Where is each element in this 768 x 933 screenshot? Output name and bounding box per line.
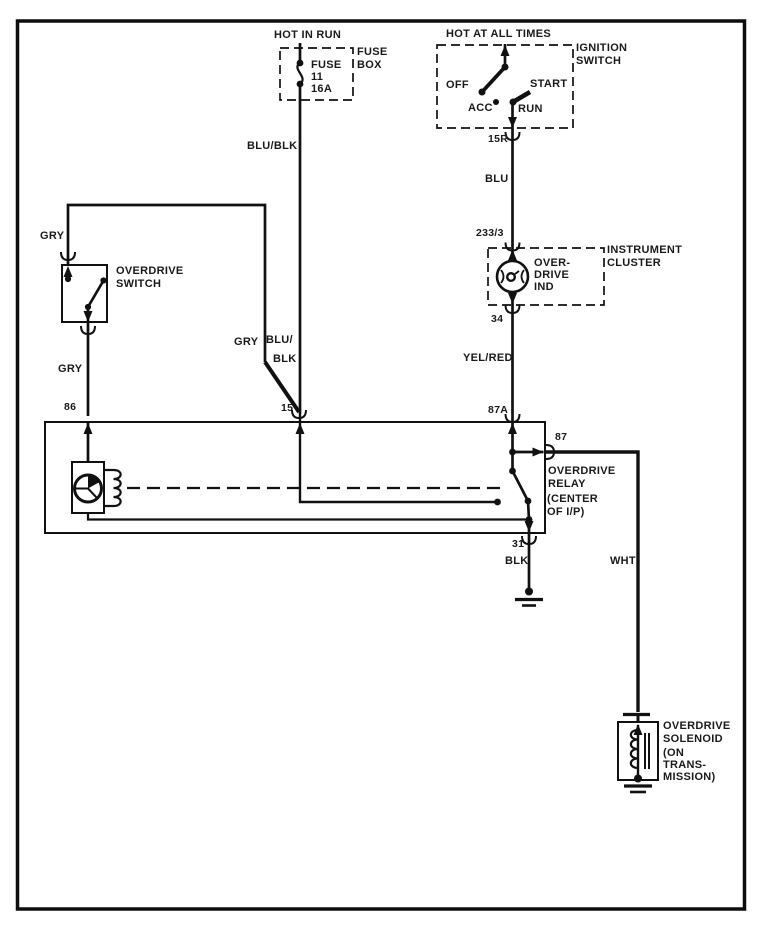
overdrive-switch-outline bbox=[61, 264, 108, 323]
terminal-87: 87 bbox=[555, 431, 568, 443]
terminal-34: 34 bbox=[491, 313, 504, 325]
overdrive-solenoid-name-line4: TRANS- bbox=[663, 759, 707, 771]
run-contact-dot bbox=[509, 98, 517, 106]
overdrive-ind-line1: OVER- bbox=[534, 257, 571, 269]
ignition-switch-outline bbox=[436, 44, 574, 129]
terminal-233-3: 233/3 bbox=[476, 227, 504, 239]
overdrive-solenoid-name-line5: MISSION) bbox=[663, 771, 716, 783]
instrument-cluster-outline bbox=[487, 247, 605, 306]
wire-color-gry-mid: GRY bbox=[58, 363, 83, 375]
wire-color-blu-blk-split-line2: BLK bbox=[273, 353, 297, 365]
terminal-31: 31 bbox=[512, 538, 525, 550]
ignition-blade bbox=[480, 65, 507, 94]
fuse-terminal-dot bbox=[296, 59, 304, 67]
ignition-position-start: START bbox=[530, 78, 568, 90]
relay-15-internal bbox=[298, 414, 498, 504]
instrument-cluster-name-line1: INSTRUMENT bbox=[607, 244, 683, 256]
ground-symbol-solenoid bbox=[624, 774, 652, 794]
wires bbox=[66, 43, 650, 778]
wire-color-blu: BLU bbox=[485, 173, 509, 185]
ground-symbol-blk bbox=[515, 587, 543, 607]
ignition-position-acc: ACC bbox=[468, 102, 493, 114]
overdrive-solenoid-name-line2: SOLENOID bbox=[663, 733, 723, 745]
dashed-boxes bbox=[279, 44, 605, 306]
overdrive-relay-name-line3: (CENTER bbox=[547, 493, 598, 505]
contact-dot bbox=[84, 303, 92, 311]
wire-color-yel-red: YEL/RED bbox=[463, 352, 513, 364]
instrument-cluster-name-line2: CLUSTER bbox=[607, 257, 662, 269]
ignition-switch-name-line2: SWITCH bbox=[576, 55, 622, 67]
terminal-15: 15 bbox=[281, 402, 294, 414]
fuse-label: FUSE bbox=[311, 59, 342, 71]
fuse-terminal-dot bbox=[296, 80, 304, 88]
overdrive-switch-name-line1: OVERDRIVE bbox=[116, 265, 184, 277]
connector-symbols bbox=[60, 131, 556, 546]
hot-at-all-times-label: HOT AT ALL TIMES bbox=[446, 28, 552, 40]
overdrive-relay-name-line1: OVERDRIVE bbox=[548, 465, 616, 477]
relay-switch-blade bbox=[511, 470, 531, 520]
od-switch-blade bbox=[86, 279, 105, 308]
relay-coil-return bbox=[86, 513, 529, 521]
ignition-position-off: OFF bbox=[446, 79, 469, 91]
overdrive-ind-line2: DRIVE bbox=[534, 269, 570, 281]
wire-color-blk: BLK bbox=[505, 555, 529, 567]
contact-dot bbox=[100, 277, 107, 284]
contact-dot bbox=[478, 88, 486, 96]
terminal-arrowheads bbox=[63, 45, 643, 735]
fuse-number: 11 bbox=[311, 71, 324, 83]
fuse-box-outline bbox=[279, 47, 354, 101]
solenoid-coil-icon bbox=[629, 728, 650, 770]
relay-coil-winding bbox=[104, 468, 122, 508]
terminal-87a: 87A bbox=[488, 404, 509, 416]
overdrive-relay-name-line2: RELAY bbox=[548, 478, 586, 490]
fuse-box-name-line2: BOX bbox=[357, 59, 382, 71]
ignition-switch-name-line1: IGNITION bbox=[576, 42, 628, 54]
fuse-rating: 16A bbox=[311, 83, 333, 95]
overdrive-relay-name-line4: OF I/P) bbox=[547, 506, 585, 518]
ignition-position-run: RUN bbox=[518, 103, 543, 115]
terminal-15r: 15R bbox=[488, 133, 509, 145]
wire-color-blu-blk-split-line1: BLU/ bbox=[266, 334, 293, 346]
wire-wht bbox=[545, 450, 640, 712]
relay-coil-module-icon bbox=[73, 468, 122, 508]
overdrive-ind-line3: IND bbox=[534, 281, 554, 293]
overdrive-solenoid-name-line3: (ON bbox=[663, 747, 685, 759]
solid-boxes bbox=[44, 264, 659, 781]
hot-in-run-label: HOT IN RUN bbox=[274, 29, 342, 41]
wire-gry-diagonal bbox=[263, 360, 301, 414]
overdrive-relay-outline bbox=[44, 421, 546, 534]
contact-dot bbox=[64, 275, 72, 283]
overdrive-solenoid-name-line1: OVERDRIVE bbox=[663, 720, 731, 732]
wire-color-wht: WHT bbox=[610, 555, 636, 567]
overdrive-indicator-lamp-icon bbox=[495, 259, 530, 294]
diagram-border bbox=[15, 19, 747, 911]
contact-dot bbox=[501, 63, 509, 71]
wire-color-gry-low: GRY bbox=[234, 336, 259, 348]
wire-color-blu-blk: BLU/BLK bbox=[247, 140, 298, 152]
overdrive-switch-contacts bbox=[64, 275, 107, 311]
ignition-switch-contacts bbox=[478, 63, 532, 106]
wire-gry-loop bbox=[66, 203, 267, 362]
terminal-86: 86 bbox=[64, 401, 77, 413]
fuse-box-name-line1: FUSE bbox=[357, 46, 388, 58]
acc-contact-dot bbox=[493, 99, 499, 105]
wire-color-gry-top: GRY bbox=[40, 230, 65, 242]
overdrive-switch-name-line2: SWITCH bbox=[116, 278, 162, 290]
